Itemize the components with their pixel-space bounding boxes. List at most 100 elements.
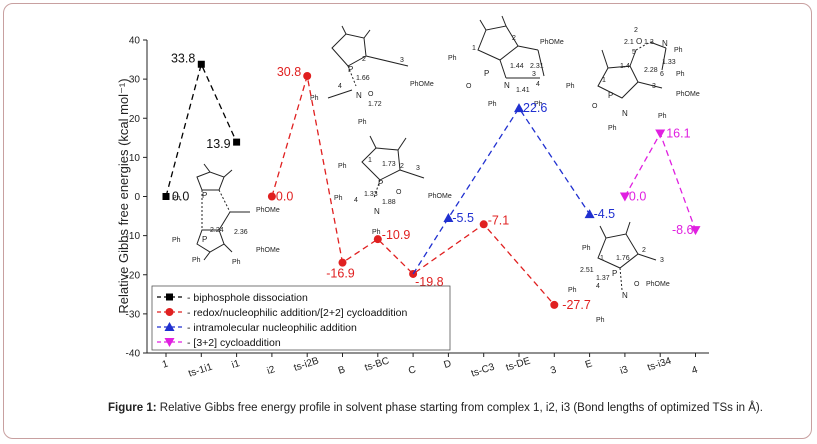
svg-text:4: 4 — [354, 197, 358, 204]
svg-text:2.24: 2.24 — [210, 227, 224, 234]
svg-text:PhOMe: PhOMe — [410, 81, 434, 88]
y-tick-label: 0 — [134, 192, 140, 203]
svg-text:P: P — [484, 69, 489, 78]
svg-text:2: 2 — [512, 35, 516, 42]
svg-text:1.88: 1.88 — [382, 199, 396, 206]
svg-text:P: P — [202, 235, 207, 244]
svg-text:N: N — [622, 109, 628, 118]
x-tick-label: i3 — [619, 364, 630, 377]
svg-text:1.33: 1.33 — [364, 191, 378, 198]
svg-text:N: N — [622, 291, 628, 300]
y-tick-label: -30 — [126, 309, 141, 320]
svg-text:2: 2 — [634, 27, 638, 34]
svg-text:Ph: Ph — [568, 287, 577, 294]
x-tick-label: ts-i34 — [646, 355, 673, 373]
svg-text:O: O — [466, 83, 472, 90]
data-label: -27.7 — [562, 298, 591, 312]
legend-entry: - intramolecular nucleophilic addition — [157, 322, 357, 334]
svg-text:P: P — [348, 65, 353, 74]
svg-text:1.72: 1.72 — [368, 101, 382, 108]
series-line — [624, 131, 697, 231]
svg-text:3: 3 — [652, 83, 656, 90]
svg-text:2.1: 2.1 — [624, 39, 634, 46]
legend-label: - [3+2] cycloaddition — [187, 337, 281, 349]
y-tick-label: 20 — [129, 114, 141, 125]
svg-text:PhOMe: PhOMe — [256, 247, 280, 254]
data-label: 0.0 — [629, 190, 646, 204]
x-tick-label: ts-C3 — [470, 362, 497, 380]
svg-text:PhOMe: PhOMe — [540, 39, 564, 46]
series-1: 0.0 33.8 13.9 — [162, 51, 241, 204]
svg-text:1: 1 — [602, 77, 606, 84]
data-point-marker — [373, 235, 382, 244]
svg-text:Ph: Ph — [334, 195, 343, 202]
caption-text: Relative Gibbs free energy profile in so… — [156, 402, 763, 414]
svg-text:3: 3 — [400, 57, 404, 64]
data-label: 13.9 — [206, 137, 230, 151]
svg-text:1: 1 — [600, 255, 604, 262]
data-point-marker — [162, 193, 170, 200]
svg-text:2.31: 2.31 — [530, 63, 544, 70]
svg-text:Ph: Ph — [658, 113, 667, 120]
svg-text:4: 4 — [536, 81, 540, 88]
x-tick-label: ts-1i1 — [187, 361, 214, 379]
data-point-marker — [165, 308, 174, 316]
svg-text:2: 2 — [400, 163, 404, 170]
x-tick-label: 1 — [161, 358, 170, 370]
svg-text:1: 1 — [472, 45, 476, 52]
svg-text:N: N — [662, 39, 668, 48]
legend-box — [151, 285, 451, 351]
y-tick-label: 30 — [129, 75, 141, 86]
data-label: 30.8 — [277, 65, 301, 79]
data-point-marker — [267, 192, 276, 201]
svg-text:Ph: Ph — [338, 163, 347, 170]
series-line — [412, 106, 591, 275]
data-label: 33.8 — [171, 51, 195, 65]
svg-text:2.36: 2.36 — [234, 229, 248, 236]
structure-3: Ph 1 1.76 2 3 2.51 1.37 P O Ph 4 N PhOMe… — [568, 221, 670, 324]
svg-text:1.4: 1.4 — [620, 63, 630, 70]
data-point-marker — [164, 322, 175, 331]
legend-label: - redox/nucleophilic addition/[2+2] cycl… — [187, 307, 408, 319]
data-label: 0.0 — [172, 190, 189, 204]
svg-text:O: O — [592, 103, 598, 110]
svg-text:1.44: 1.44 — [510, 63, 524, 70]
svg-text:Ph: Ph — [674, 47, 683, 54]
svg-text:Ph: Ph — [566, 83, 575, 90]
svg-text:1: 1 — [368, 157, 372, 164]
y-axis-label: Relative Gibbs free energies (kcal mol⁻¹… — [116, 78, 131, 313]
svg-text:2.51: 2.51 — [580, 267, 594, 274]
svg-text:1.33: 1.33 — [662, 59, 676, 66]
data-point-marker — [550, 300, 559, 309]
svg-text:Ph: Ph — [448, 55, 457, 62]
svg-text:1.41: 1.41 — [516, 87, 530, 94]
svg-text:1.76: 1.76 — [616, 255, 630, 262]
data-point-marker — [166, 293, 173, 301]
x-tick-label: ts-i2B — [293, 355, 321, 373]
structure-ts-i34: 2 2.1 O 1.3 N Ph 5 1.33 1.4 2.28 6 Ph Ph… — [566, 27, 700, 132]
svg-text:Ph: Ph — [372, 229, 381, 236]
x-tick-label: i2 — [266, 364, 277, 377]
x-tick-label: D — [442, 358, 452, 371]
svg-text:1.3: 1.3 — [644, 39, 654, 46]
y-tick-label: -20 — [126, 270, 141, 281]
svg-text:P: P — [202, 191, 207, 200]
data-label: -19.8 — [415, 275, 444, 289]
data-point-marker — [584, 209, 595, 219]
legend: - biphosphole dissociation- redox/nucleo… — [151, 285, 451, 351]
svg-text:Ph: Ph — [172, 195, 181, 202]
svg-text:1.73: 1.73 — [382, 161, 396, 168]
svg-text:O: O — [368, 91, 374, 98]
svg-text:4: 4 — [338, 83, 342, 90]
svg-text:PhOMe: PhOMe — [428, 193, 452, 200]
svg-text:1.66: 1.66 — [356, 75, 370, 82]
series-2: 0.030.8-16.9-10.9-19.8-7.1-27.7 — [267, 65, 591, 312]
svg-text:Ph: Ph — [358, 119, 367, 126]
legend-entry: - [3+2] cycloaddition — [157, 337, 281, 349]
data-label: 22.6 — [523, 101, 547, 115]
legend-entry: - redox/nucleophilic addition/[2+2] cycl… — [157, 307, 408, 319]
svg-text:6: 6 — [660, 71, 664, 78]
svg-text:5: 5 — [632, 49, 636, 56]
structure-ts-bc: Ph 1 1.73 2 3 P O PhOMe Ph 4 1.33 1.88 N… — [334, 135, 452, 236]
